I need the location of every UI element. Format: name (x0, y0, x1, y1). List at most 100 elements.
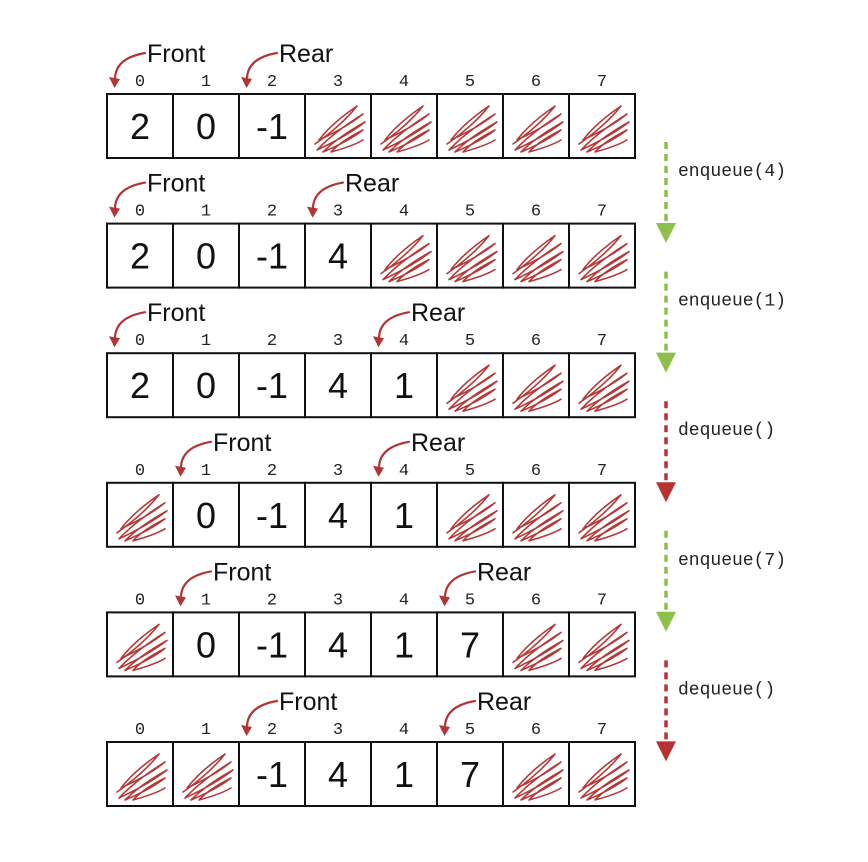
cell-value: 1 (394, 624, 414, 665)
empty-cell-scribble (446, 234, 498, 283)
array-cell (238, 93, 306, 159)
cell-value: 4 (328, 236, 348, 277)
cell-value: -1 (256, 236, 288, 277)
operation-step: enqueue(1) (656, 271, 786, 373)
cell-value: 0 (196, 365, 216, 406)
operation-label: enqueue(1) (678, 292, 786, 312)
empty-cell-scribble (578, 753, 630, 801)
front-pointer-label: Front (147, 170, 205, 198)
cell-value: 0 (196, 106, 216, 147)
index-label: 0 (135, 203, 145, 222)
index-label: 6 (531, 591, 541, 610)
front-pointer-label: Front (147, 299, 205, 327)
front-pointer-arrow (179, 440, 213, 468)
empty-cell-scribble (116, 623, 168, 672)
cell-value: 4 (328, 495, 348, 536)
array-cell (106, 93, 174, 159)
rear-pointer-label: Rear (345, 170, 399, 198)
index-label: 3 (333, 73, 343, 92)
index-label: 1 (201, 721, 211, 740)
empty-cell-scribble (314, 105, 366, 153)
cell-value: 4 (328, 624, 348, 665)
rear-pointer-arrow (377, 440, 411, 468)
cell-value: 2 (130, 236, 150, 277)
rear-pointer-arrowhead (439, 725, 450, 736)
dequeue-arrow-head (656, 741, 676, 762)
front-pointer-arrowhead (241, 725, 252, 736)
empty-cell-scribble (380, 105, 432, 153)
front-pointer-arrowhead (175, 595, 186, 607)
cell-value: 2 (130, 365, 150, 406)
index-label: 0 (135, 73, 145, 92)
index-label: 2 (267, 73, 277, 92)
array-cell (436, 741, 504, 807)
front-pointer-label: Front (213, 558, 271, 586)
index-label: 7 (597, 721, 607, 740)
enqueue-arrow-head (656, 352, 676, 373)
index-label: 3 (333, 721, 343, 740)
operation-label: dequeue() (678, 680, 775, 700)
rear-pointer-arrowhead (439, 595, 450, 607)
front-pointer-arrowhead (109, 77, 120, 88)
index-label: 1 (201, 332, 211, 351)
array-cell (172, 481, 240, 548)
array-cell (238, 352, 306, 419)
rear-pointer-arrow (245, 51, 279, 80)
operation-step: enqueue(4) (656, 142, 786, 243)
front-pointer-arrowhead (109, 336, 120, 348)
rear-pointer-label: Rear (477, 558, 531, 586)
operation-step: dequeue() (656, 401, 775, 503)
operation-step: dequeue() (656, 660, 775, 762)
cell-value: 0 (196, 236, 216, 277)
front-pointer-arrowhead (109, 206, 120, 218)
empty-cell-scribble (578, 105, 630, 153)
rear-pointer-label: Rear (411, 299, 465, 327)
index-label: 4 (399, 73, 409, 92)
empty-cell-scribble (512, 494, 564, 542)
array-cell (304, 352, 372, 419)
rear-pointer-label: Rear (411, 429, 465, 457)
cell-value: 0 (196, 495, 216, 536)
index-label: 7 (597, 332, 607, 351)
index-label: 7 (597, 203, 607, 222)
empty-cell-scribble (380, 234, 432, 283)
empty-cell-scribble (446, 364, 498, 412)
array-cell (304, 741, 372, 807)
array-cell (106, 352, 174, 419)
rear-pointer-label: Rear (477, 688, 531, 716)
cell-value: -1 (256, 106, 288, 147)
index-label: 3 (333, 462, 343, 481)
array-cell (172, 611, 240, 678)
operation-step: enqueue(7) (656, 530, 786, 632)
empty-cell-scribble (578, 234, 630, 283)
rear-pointer-arrowhead (373, 336, 384, 348)
index-label: 4 (399, 203, 409, 222)
array-cell (238, 611, 306, 678)
index-label: 0 (135, 462, 145, 481)
cell-value: 4 (328, 365, 348, 406)
index-label: 1 (201, 462, 211, 481)
index-label: 0 (135, 332, 145, 351)
empty-cell-scribble (182, 753, 234, 801)
array-cell (238, 481, 306, 548)
array-cell (238, 741, 306, 807)
index-label: 6 (531, 332, 541, 351)
cell-value: -1 (256, 495, 288, 536)
array-cell (370, 481, 438, 548)
index-label: 1 (201, 591, 211, 610)
index-label: 4 (399, 332, 409, 351)
empty-cell-scribble (512, 623, 564, 672)
dequeue-arrow-head (656, 482, 676, 503)
rear-pointer-arrowhead (241, 77, 252, 88)
front-pointer-arrow (113, 181, 147, 209)
cell-value: 1 (394, 365, 414, 406)
array-cell (172, 352, 240, 419)
index-label: 1 (201, 203, 211, 222)
front-pointer-arrow (179, 570, 213, 598)
operation-label: enqueue(7) (678, 551, 786, 571)
